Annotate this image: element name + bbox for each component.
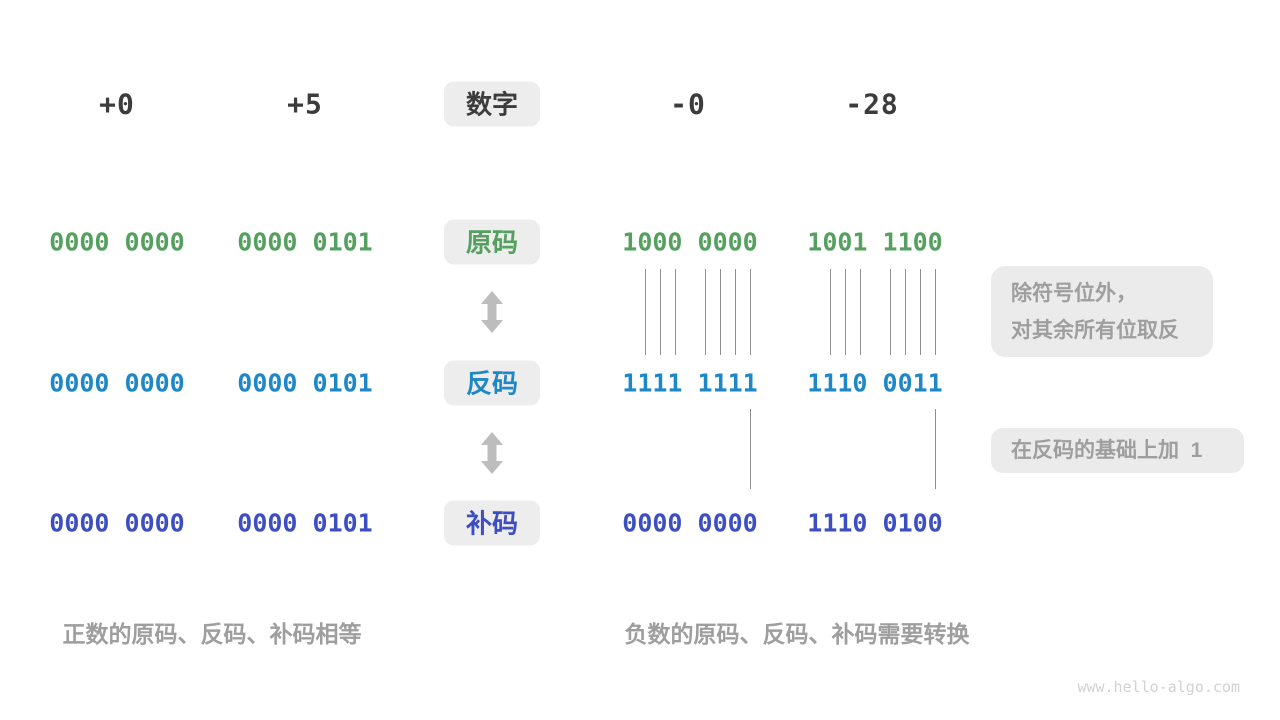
bit-connector-line bbox=[860, 269, 861, 355]
up-down-arrow-icon bbox=[480, 291, 504, 333]
bit-connector-line bbox=[750, 409, 751, 489]
bit-connector-line bbox=[905, 269, 906, 355]
bit-connector-line bbox=[705, 269, 706, 355]
sign-magnitude-value-plus5: 0000 0101 bbox=[237, 227, 373, 257]
header-value-plus0: +0 bbox=[99, 87, 135, 121]
ones-complement-value-minus28: 1110 0011 bbox=[807, 368, 943, 398]
bit-connector-line bbox=[890, 269, 891, 355]
bit-connector-line bbox=[830, 269, 831, 355]
twos-complement-value-minus28: 1110 0100 bbox=[807, 508, 943, 538]
note-invert-bits-line1: 除符号位外， bbox=[1011, 281, 1137, 305]
header-value-minus28: -28 bbox=[845, 87, 899, 121]
label-chip-twos-complement: 补码 bbox=[444, 500, 540, 546]
ones-complement-value-plus0: 0000 0000 bbox=[49, 368, 185, 398]
note-invert-bits-line2: 对其余所有位取反 bbox=[1011, 318, 1179, 342]
up-down-arrow-icon bbox=[480, 432, 504, 474]
caption-negative-numbers: 负数的原码、反码、补码需要转换 bbox=[624, 621, 970, 647]
caption-positive-numbers: 正数的原码、反码、补码相等 bbox=[62, 621, 362, 647]
bit-connector-line bbox=[660, 269, 661, 355]
label-chip-ones-complement: 反码 bbox=[444, 360, 540, 406]
bit-connector-line bbox=[920, 269, 921, 355]
note-invert-bits: 除符号位外， 对其余所有位取反 bbox=[991, 266, 1213, 357]
header-value-minus0: -0 bbox=[670, 87, 706, 121]
ones-complement-value-plus5: 0000 0101 bbox=[237, 368, 373, 398]
sign-magnitude-value-minus28: 1001 1100 bbox=[807, 227, 943, 257]
label-chip-twos-complement-text: 补码 bbox=[465, 508, 518, 538]
bit-connector-line bbox=[720, 269, 721, 355]
bit-connector-line bbox=[675, 269, 676, 355]
twos-complement-value-plus0: 0000 0000 bbox=[49, 508, 185, 538]
label-chip-sign-magnitude-text: 原码 bbox=[465, 227, 518, 257]
twos-complement-value-minus0: 0000 0000 bbox=[622, 508, 758, 538]
bit-connector-line bbox=[845, 269, 846, 355]
label-chip-sign-magnitude: 原码 bbox=[444, 219, 540, 265]
header-value-plus5: +5 bbox=[287, 87, 323, 121]
bit-connector-line bbox=[935, 269, 936, 355]
twos-complement-value-plus5: 0000 0101 bbox=[237, 508, 373, 538]
ones-complement-value-minus0: 1111 1111 bbox=[622, 368, 758, 398]
label-chip-number-text: 数字 bbox=[465, 89, 518, 119]
label-chip-number: 数字 bbox=[444, 81, 540, 127]
note-add-one: 在反码的基础上加 1 bbox=[991, 428, 1244, 473]
label-chip-ones-complement-text: 反码 bbox=[465, 368, 518, 398]
sign-magnitude-value-plus0: 0000 0000 bbox=[49, 227, 185, 257]
bit-connector-line bbox=[935, 409, 936, 489]
note-add-one-line1: 在反码的基础上加 1 bbox=[1011, 439, 1203, 462]
bit-connector-line bbox=[750, 269, 751, 355]
watermark: www.hello-algo.com bbox=[1077, 678, 1240, 696]
bit-connector-line bbox=[645, 269, 646, 355]
sign-magnitude-value-minus0: 1000 0000 bbox=[622, 227, 758, 257]
bit-connector-line bbox=[735, 269, 736, 355]
